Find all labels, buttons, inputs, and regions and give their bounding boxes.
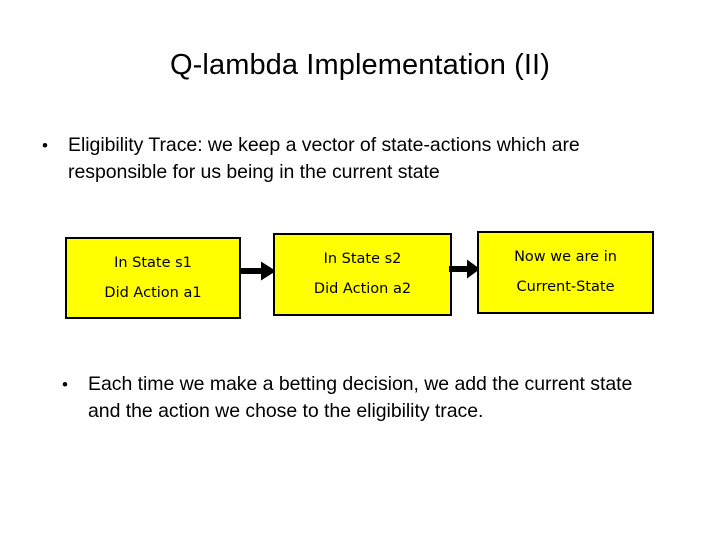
bullet-text-1: Eligibility Trace: we keep a vector of s…	[68, 134, 580, 183]
flow-box-3-line-2: Current-State	[516, 279, 615, 295]
flow-box-2-line-2: Did Action a2	[313, 281, 412, 297]
flow-box-3-line-1: Now we are in	[514, 249, 617, 265]
bullet-marker-icon: •	[42, 136, 48, 155]
flow-box-state-s2[interactable]: In State s2 Did Action a2	[273, 233, 452, 316]
flow-box-1-line-2: Did Action a1	[104, 284, 202, 301]
flow-arrow-1	[239, 261, 276, 281]
flow-arrow-2	[449, 259, 480, 279]
flow-box-1-line-1: In State s1	[114, 254, 192, 271]
bullet-item-2: • Each time we make a betting decision, …	[62, 371, 670, 425]
flow-box-2-line-1: In State s2	[323, 251, 402, 267]
page-title: Q-lambda Implementation (II)	[170, 49, 550, 81]
flow-box-state-s1[interactable]: In State s1 Did Action a1	[65, 237, 241, 319]
bullet-marker-icon: •	[62, 375, 68, 394]
flow-box-current-state[interactable]: Now we are in Current-State	[477, 231, 654, 314]
bullet-item-1: • Eligibility Trace: we keep a vector of…	[42, 132, 678, 186]
bullet-text-2: Each time we make a betting decision, we…	[88, 373, 633, 422]
